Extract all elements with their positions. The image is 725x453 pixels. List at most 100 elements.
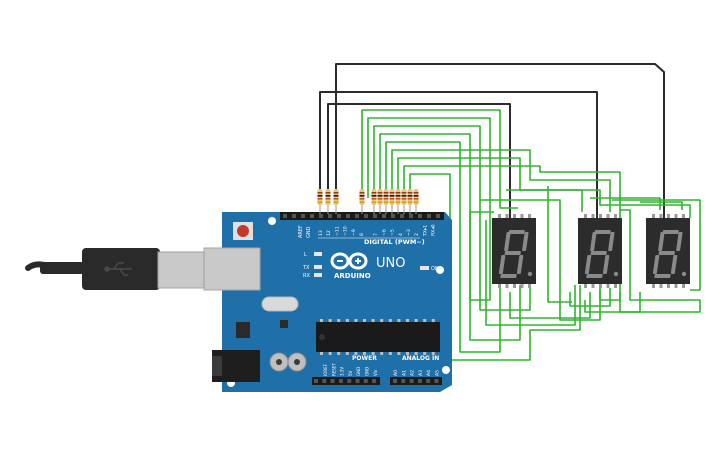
digital-pin-holes (283, 214, 440, 218)
resistor[interactable] (401, 189, 407, 214)
wire-black-1[interactable] (335, 63, 665, 218)
header-pin-hole[interactable] (401, 379, 406, 383)
seven-segment-display[interactable] (492, 214, 536, 288)
mount-hole (442, 366, 450, 374)
wire-green-1[interactable] (361, 109, 518, 209)
header-pin-hole[interactable] (409, 379, 414, 383)
digital-pin-label: 4 (398, 233, 404, 236)
segment (498, 255, 506, 274)
header-pin-hole[interactable] (338, 379, 343, 383)
wire-green-5[interactable] (385, 141, 501, 353)
segment (652, 255, 660, 274)
segment (508, 230, 525, 234)
display-pin (652, 284, 655, 288)
header-pin-hole[interactable] (382, 214, 386, 218)
header-pin-hole[interactable] (400, 214, 404, 218)
display-pin (505, 284, 509, 288)
header-pin-hole[interactable] (409, 214, 413, 218)
segment (504, 232, 511, 251)
digital-pin-label: 12 (326, 230, 332, 236)
header-pin-hole[interactable] (391, 214, 395, 218)
header-pin-hole[interactable] (328, 214, 332, 218)
seven-segment-display[interactable] (578, 214, 622, 288)
wire-green-9[interactable] (409, 173, 581, 361)
header-pin-hole[interactable] (310, 214, 314, 218)
resistor[interactable] (359, 189, 365, 214)
digital-header (280, 212, 444, 220)
l-led (314, 252, 322, 256)
reset-button[interactable] (237, 225, 249, 237)
header-pin-hole[interactable] (319, 214, 323, 218)
tx-label: TX (302, 265, 310, 271)
header-pin-hole[interactable] (364, 214, 368, 218)
resistor[interactable] (395, 189, 401, 214)
wire-green-15[interactable] (590, 197, 661, 210)
resistor[interactable] (413, 189, 419, 214)
segment (594, 230, 611, 234)
resistor[interactable] (333, 189, 339, 214)
header-pin-hole[interactable] (292, 214, 296, 218)
header-pin-hole[interactable] (372, 379, 377, 383)
header-pin-hole[interactable] (363, 379, 368, 383)
digital-pin-label: ~3 (406, 229, 412, 236)
wire-green-16[interactable] (612, 199, 701, 291)
header-pin-hole[interactable] (322, 379, 327, 383)
wire-green-10[interactable] (480, 199, 601, 321)
wire-black-2[interactable] (319, 91, 598, 218)
header-pin-hole[interactable] (426, 379, 431, 383)
power-pin-label: GND (356, 367, 361, 376)
header-pin-hole[interactable] (417, 379, 422, 383)
resistor[interactable] (407, 189, 413, 214)
header-pin-hole[interactable] (283, 214, 287, 218)
header-pin-hole[interactable] (330, 379, 335, 383)
header-pin-hole[interactable] (347, 379, 352, 383)
segment (662, 230, 679, 234)
wire-green-12[interactable] (509, 292, 591, 319)
header-pin-hole[interactable] (337, 214, 341, 218)
header-pin-hole[interactable] (434, 379, 439, 383)
wire-green-13[interactable] (485, 220, 576, 326)
wire-green-19[interactable] (640, 201, 683, 210)
display-pin (505, 214, 509, 218)
resistor[interactable] (371, 189, 377, 214)
header-pin-hole[interactable] (346, 214, 350, 218)
wire-green-7[interactable] (397, 157, 583, 212)
chip-pin (320, 319, 323, 322)
header-pin-hole[interactable] (314, 379, 318, 383)
wire-green-20[interactable] (569, 288, 611, 307)
header-pin-hole[interactable] (355, 214, 359, 218)
header-pin-hole[interactable] (427, 214, 431, 218)
header-pin-hole[interactable] (355, 379, 360, 383)
resistor[interactable] (325, 189, 331, 214)
header-pin-hole[interactable] (373, 214, 377, 218)
wire-green-11[interactable] (506, 189, 691, 218)
resistor[interactable] (383, 189, 389, 214)
segment (584, 255, 592, 274)
wire-green-14[interactable] (547, 186, 572, 303)
digital-pin-label: ~5 (390, 229, 396, 236)
wire-green-18[interactable] (584, 292, 641, 313)
wire-green-3[interactable] (373, 125, 531, 311)
usb-cable[interactable] (25, 248, 205, 290)
wire-green-8[interactable] (403, 165, 621, 301)
display-pin (659, 214, 663, 218)
wire-green-6[interactable] (391, 149, 611, 212)
resistor[interactable] (389, 189, 395, 214)
header-pin-hole[interactable] (436, 214, 440, 218)
wire-green-4[interactable] (379, 133, 521, 341)
resistor[interactable] (317, 189, 323, 214)
crystal-oscillator (261, 296, 299, 312)
header-pin-hole[interactable] (418, 214, 422, 218)
chip-notch (319, 334, 325, 340)
digital-pin-label: 8 (359, 233, 365, 236)
header-pin-hole[interactable] (393, 379, 397, 383)
resistor[interactable] (377, 189, 383, 214)
chip-pins (320, 319, 435, 355)
wire-black-3[interactable] (327, 103, 511, 218)
seven-segment-display[interactable] (646, 214, 690, 288)
header-pin-hole[interactable] (301, 214, 305, 218)
brand-label: ARDUINO (334, 272, 371, 280)
display-pin (528, 284, 531, 288)
